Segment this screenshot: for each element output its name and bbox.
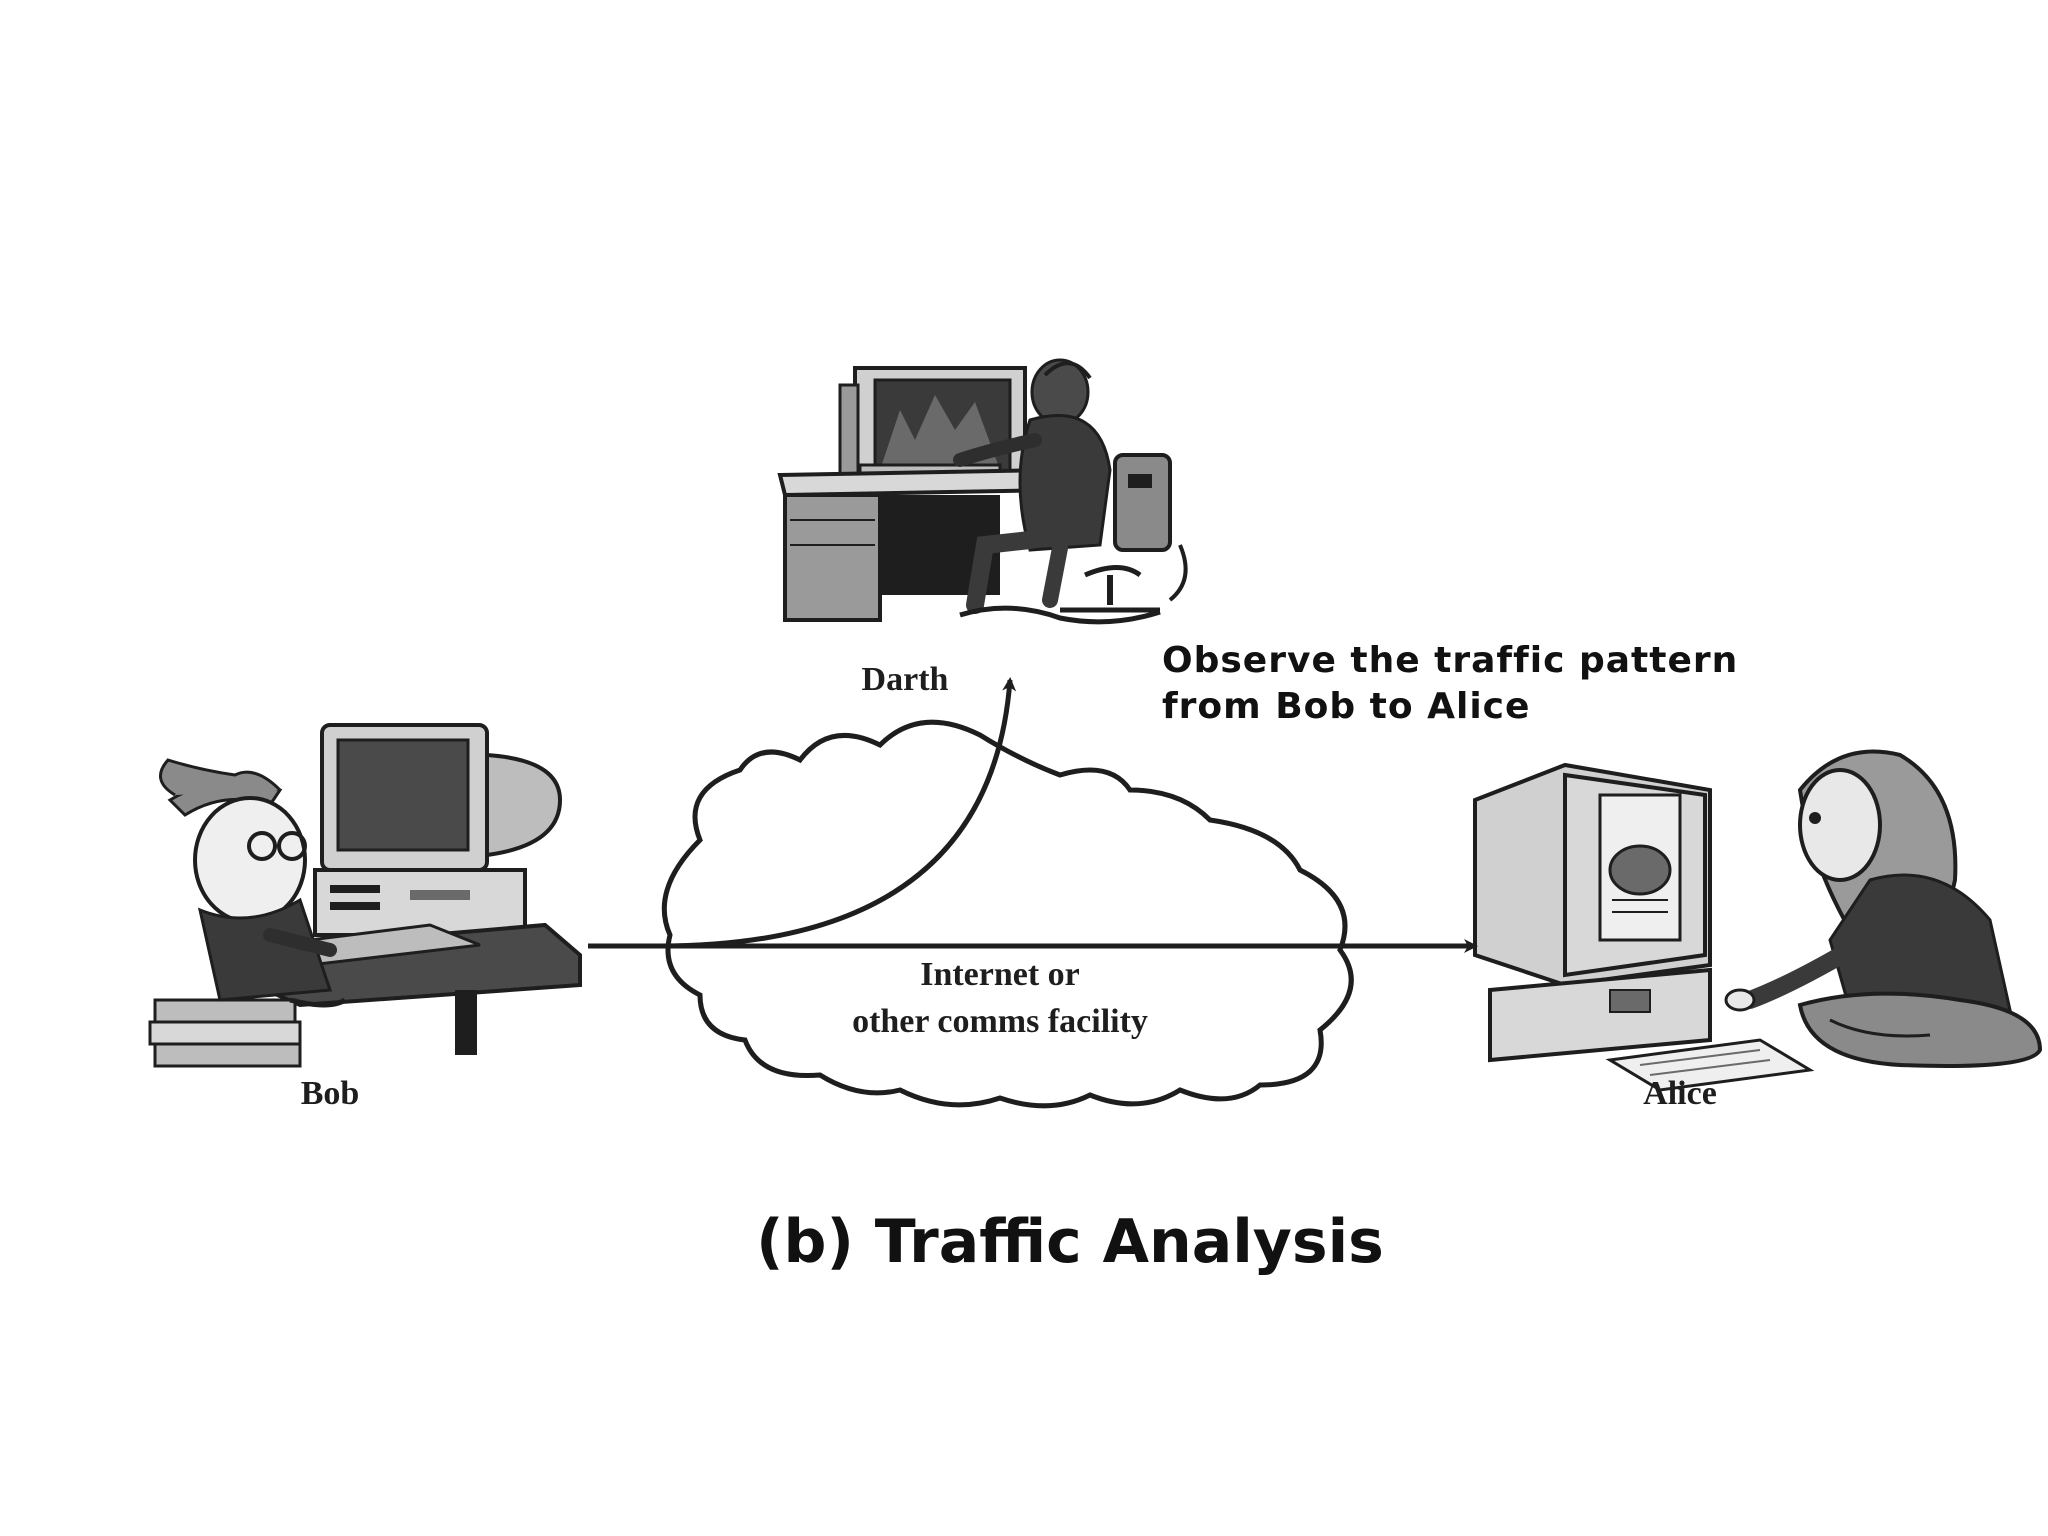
- alice-body: [1828, 873, 2012, 1012]
- diagram-caption: (b) Traffic Analysis: [756, 1207, 1384, 1277]
- bob-screen: [336, 738, 470, 852]
- cloud-label-line1: Internet or: [920, 956, 1080, 993]
- darth-body: [1018, 414, 1112, 552]
- darth-chair: [1113, 453, 1172, 552]
- cloud-icon: [661, 719, 1354, 1109]
- annotation-line1: Observe the traffic pattern: [1162, 640, 1738, 681]
- darth-desk: [777, 467, 1064, 498]
- interception-arrow: [659, 677, 1017, 949]
- bob-body: [197, 897, 333, 1002]
- darth-illustration: [777, 358, 1188, 625]
- cloud-label-line2: other comms facility: [852, 1003, 1148, 1040]
- alice-illustration: [1473, 749, 2043, 1092]
- alice-system-unit: [1488, 967, 1712, 1063]
- alice-screen-animal-icon: [1608, 844, 1672, 896]
- alice-label: Alice: [1643, 1075, 1717, 1112]
- annotation-line2: from Bob to Alice: [1162, 686, 1530, 727]
- bob-label: Bob: [301, 1075, 360, 1112]
- darth-label: Darth: [862, 661, 949, 698]
- bob-illustration: [148, 723, 582, 1068]
- alice-legs: [1797, 991, 2043, 1068]
- alice-face: [1798, 768, 1882, 882]
